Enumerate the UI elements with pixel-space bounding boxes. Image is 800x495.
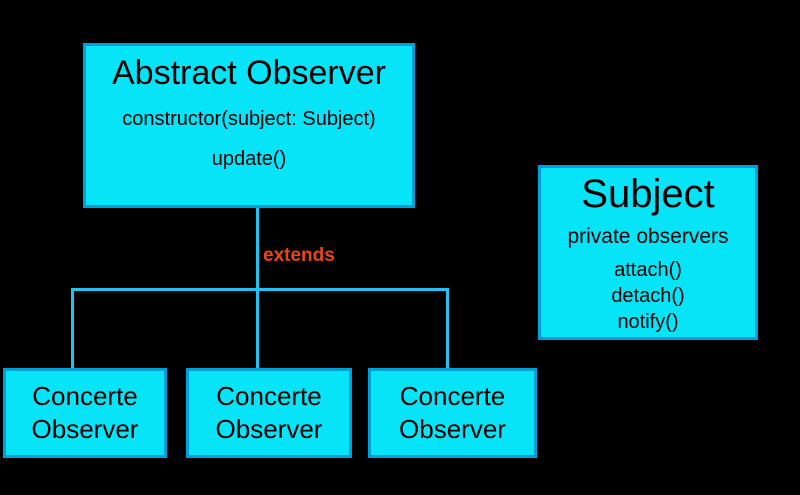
abstract-observer-title: Abstract Observer [112, 54, 386, 92]
subject-observers-attribute: private observers [567, 225, 729, 248]
edge-branch-left-line [71, 288, 74, 368]
subject-detach-method: detach() [611, 285, 685, 307]
edge-extends-trunk-line [256, 207, 259, 368]
concrete-observer-3-label: Concerte Observer [399, 381, 506, 444]
abstract-observer-constructor-member: constructor(subject: Subject) [122, 108, 376, 130]
subject-attach-method: attach() [614, 259, 682, 281]
class-node-subject: Subject private observers attach() detac… [538, 165, 758, 340]
abstract-observer-update-member: update() [211, 148, 287, 170]
class-node-concrete-observer-2: Concerte Observer [186, 368, 352, 458]
concrete-observer-2-label: Concerte Observer [215, 381, 323, 444]
subject-title: Subject [581, 172, 715, 216]
concrete-observer-1-label: Concerte Observer [31, 381, 139, 444]
class-node-concrete-observer-3: Concerte Observer [368, 368, 537, 458]
class-node-concrete-observer-1: Concerte Observer [3, 368, 167, 458]
subject-notify-method: notify() [617, 311, 679, 333]
class-node-abstract-observer: Abstract Observer constructor(subject: S… [83, 43, 415, 208]
extends-edge-label: extends [263, 245, 335, 266]
edge-branch-right-line [446, 288, 449, 368]
edge-branch-horizontal-line [71, 288, 449, 291]
